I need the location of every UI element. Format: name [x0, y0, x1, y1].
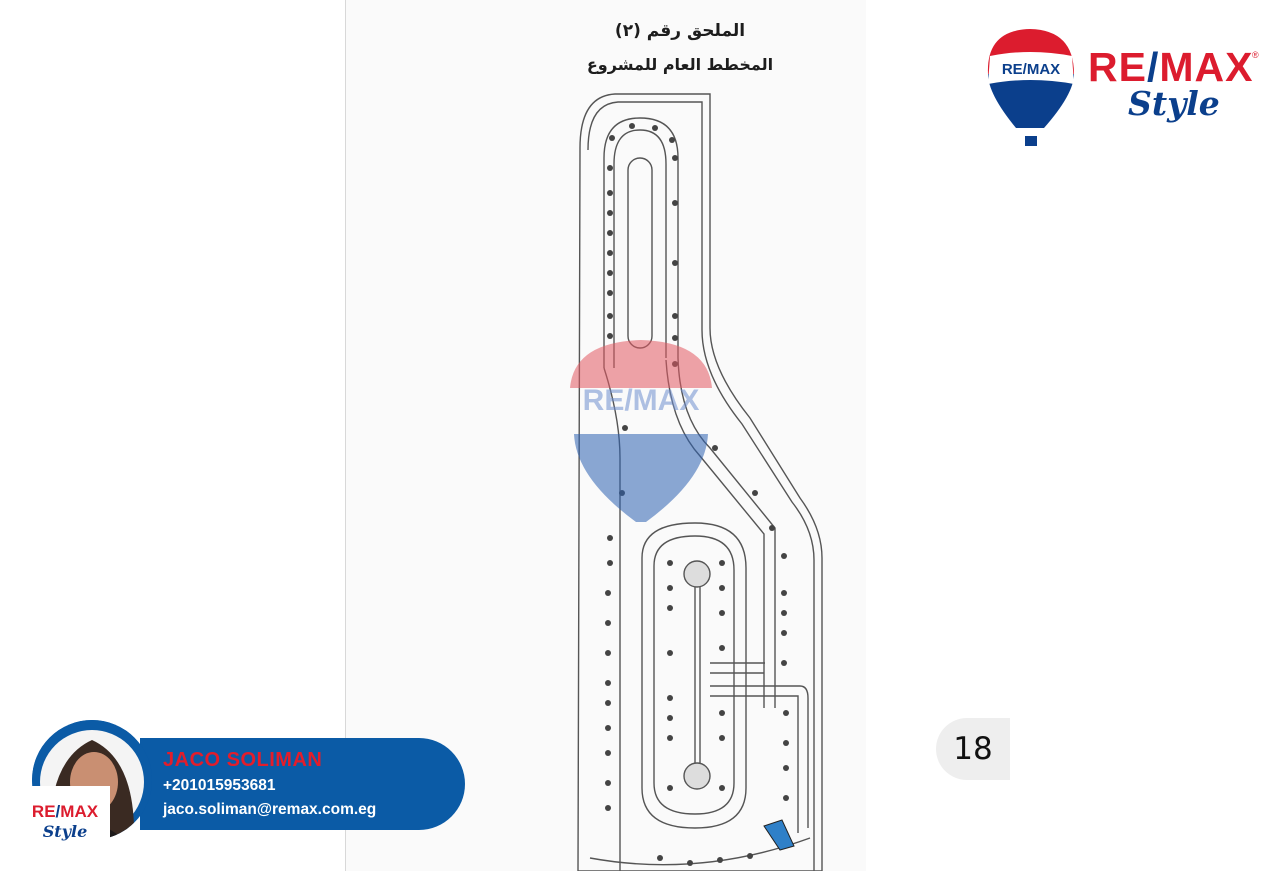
balloon-brand: RE/MAX — [1002, 61, 1060, 78]
watermark-text: RE/MAX — [583, 384, 700, 417]
page-number-badge: 18 — [936, 718, 1010, 780]
mini-remax-wordmark: RE/MAX — [31, 802, 99, 821]
agent-name: JACO SOLIMAN — [163, 749, 323, 771]
remax-watermark-icon: RE/MAX — [570, 340, 712, 522]
agent-card-logo: RE/MAX Style — [20, 786, 110, 846]
annex-title: الملحق رقم (٢) — [614, 21, 746, 41]
remax-balloon-icon: RE/MAX — [987, 29, 1074, 146]
agent-info-panel — [140, 738, 465, 830]
remax-style-subtitle: Style — [1128, 84, 1220, 123]
plan-title: المخطط العام للمشروع — [586, 55, 774, 74]
agent-email[interactable]: jaco.soliman@remax.com.eg — [163, 801, 377, 818]
agent-contact-card: JACO SOLIMAN +201015953681 jaco.soliman@… — [20, 720, 465, 850]
mini-style-subtitle: Style — [42, 822, 88, 841]
document-title: الملحق رقم (٢) المخطط العام للمشروع — [560, 18, 800, 78]
agent-phone[interactable]: +201015953681 — [163, 777, 276, 794]
remax-wordmark: RE/MAX — [1088, 44, 1254, 90]
registered-mark: ® — [1252, 50, 1259, 60]
site-plan-drawing — [577, 93, 823, 871]
